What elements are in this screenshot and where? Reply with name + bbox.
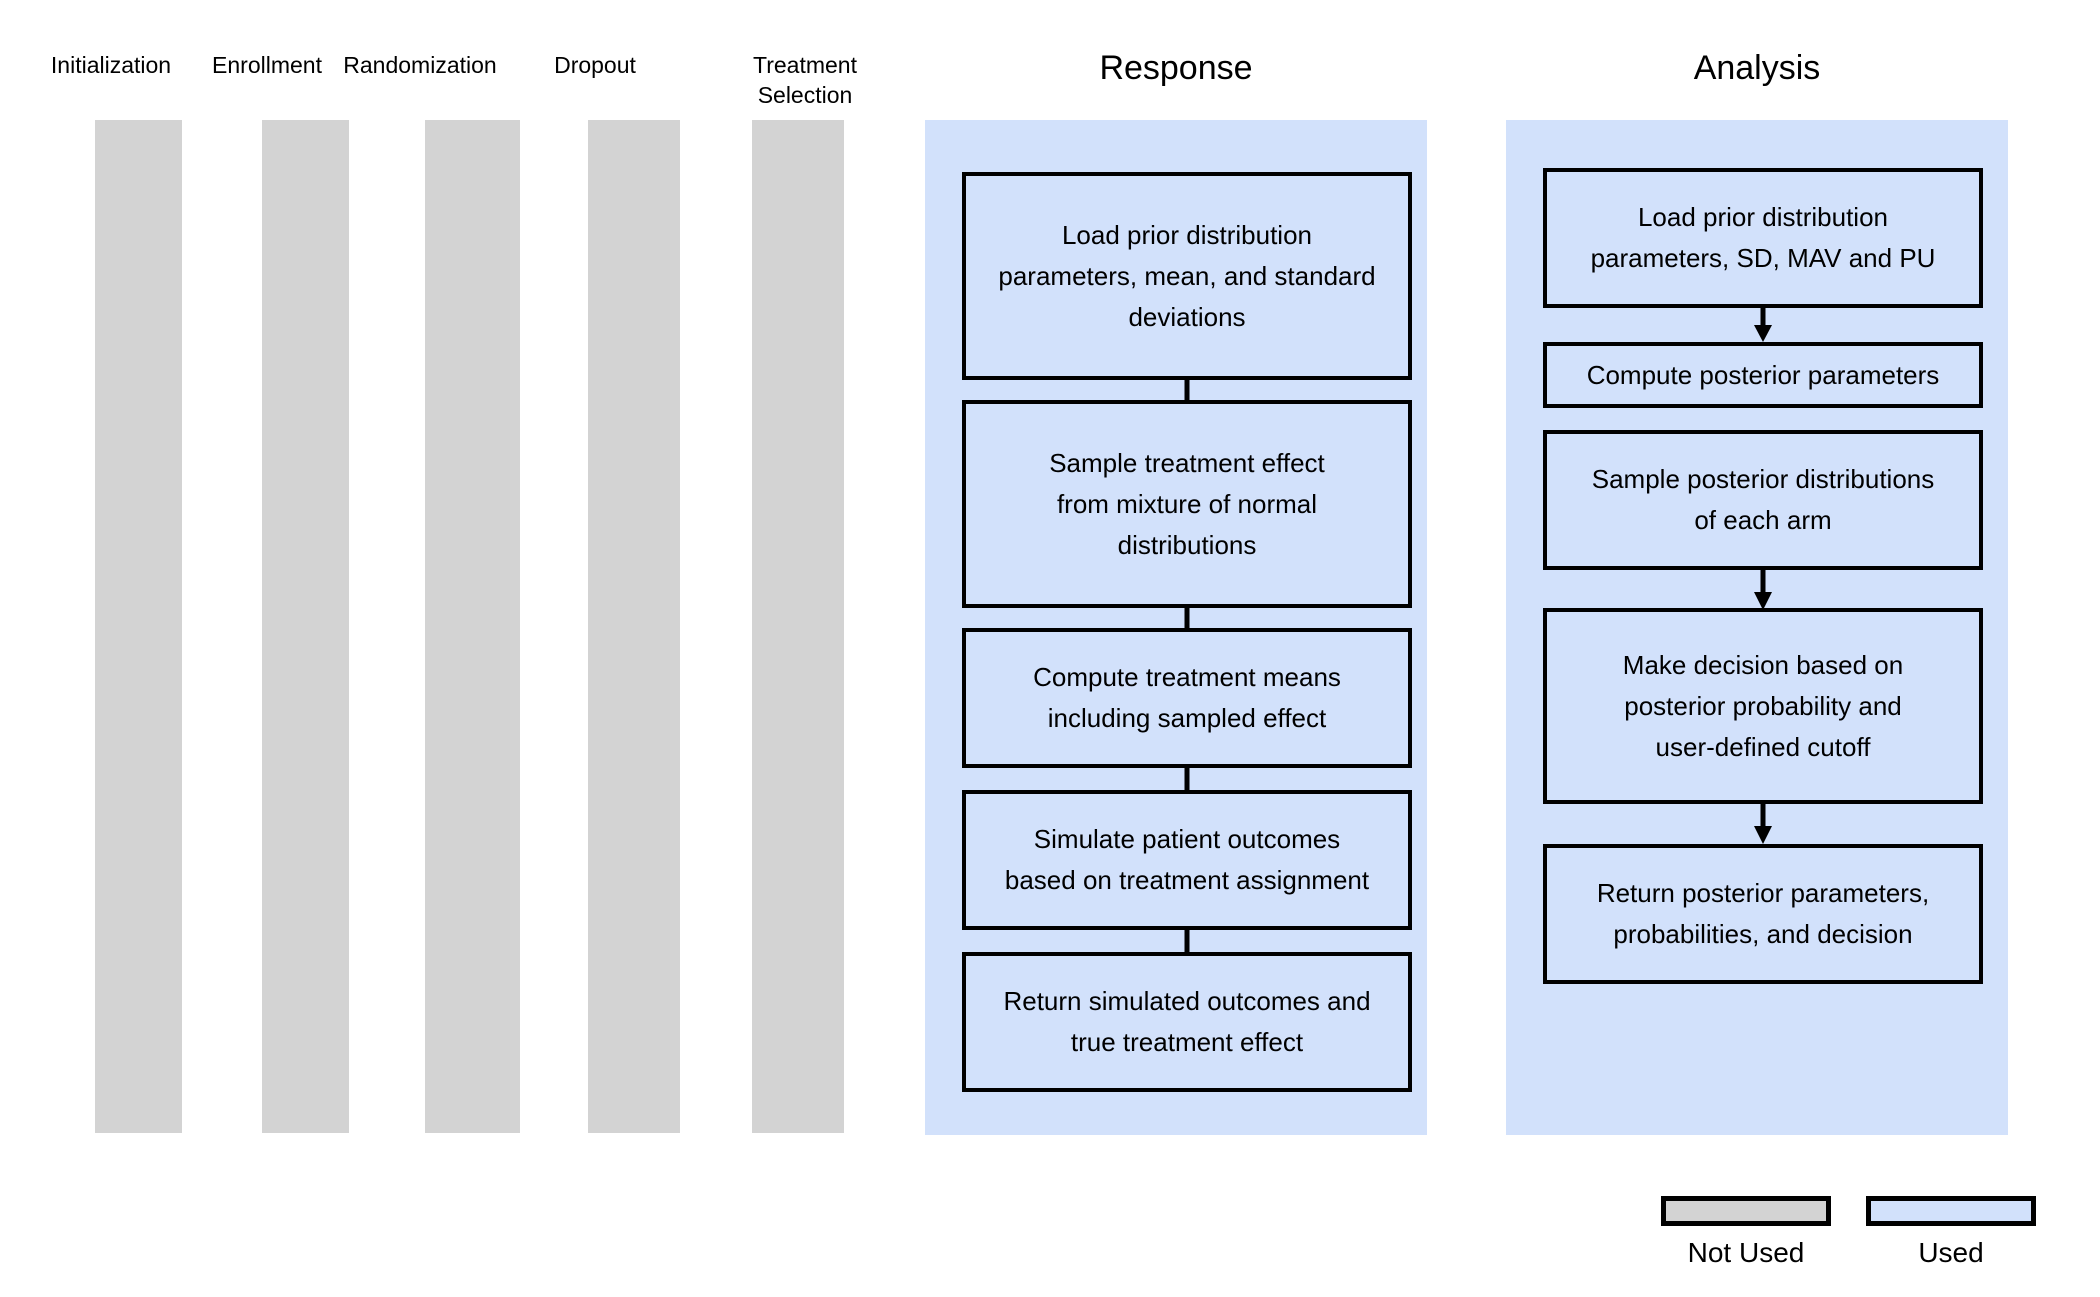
analysis-step-4[interactable]: Make decision based on posterior probabi…: [1543, 608, 1983, 804]
response-step-2[interactable]: Sample treatment effect from mixture of …: [962, 400, 1412, 608]
analysis-arrow-3-4: [1754, 570, 1772, 610]
response-step-5[interactable]: Return simulated outcomes and true treat…: [962, 952, 1412, 1092]
column-header-enrollment: Enrollment: [212, 52, 322, 78]
column-header-initialization: Initialization: [50, 52, 172, 78]
stage-bar-treatment-selection: [752, 120, 844, 1133]
analysis-step-3[interactable]: Sample posterior distributions of each a…: [1543, 430, 1983, 570]
response-step-4[interactable]: Simulate patient outcomes based on treat…: [962, 790, 1412, 930]
analysis-step-1[interactable]: Load prior distribution parameters, SD, …: [1543, 168, 1983, 308]
analysis-arrow-4-5: [1754, 804, 1772, 844]
legend-label-not-used: Not Used: [1687, 1237, 1805, 1268]
response-step-1[interactable]: Load prior distribution parameters, mean…: [962, 172, 1412, 380]
analysis-arrow-1-2: [1754, 308, 1772, 342]
stage-bar-dropout: [588, 120, 680, 1133]
analysis-step-5[interactable]: Return posterior parameters, probabiliti…: [1543, 844, 1983, 984]
legend-swatch-used: [1866, 1196, 2036, 1226]
response-step-3[interactable]: Compute treatment means including sample…: [962, 628, 1412, 768]
stage-bar-randomization: [425, 120, 520, 1133]
panel-title-analysis: Analysis: [1693, 49, 1821, 87]
column-header-dropout: Dropout: [554, 52, 636, 78]
analysis-step-2[interactable]: Compute posterior parameters: [1543, 342, 1983, 408]
panel-title-response: Response: [1099, 49, 1253, 87]
stage-bar-initialization: [95, 120, 182, 1133]
column-header-treatment-selection: Treatment Selection: [753, 52, 857, 108]
legend-swatch-not-used: [1661, 1196, 1831, 1226]
legend-label-used: Used: [1918, 1237, 1984, 1268]
stage-bar-enrollment: [262, 120, 349, 1133]
column-header-randomization: Randomization: [343, 52, 497, 78]
